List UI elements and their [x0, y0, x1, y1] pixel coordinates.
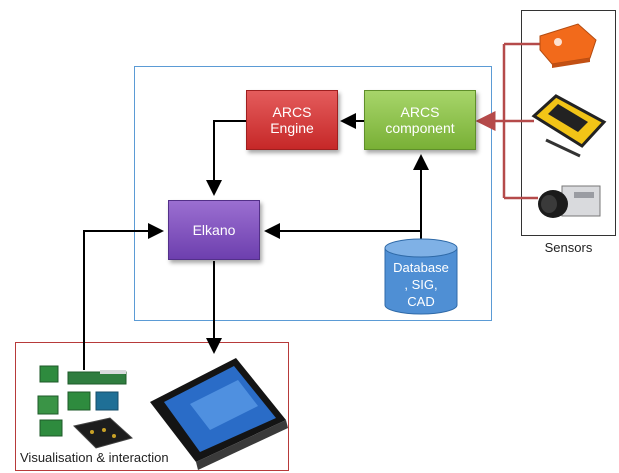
database-label-line-3: CAD [407, 294, 434, 309]
database-node: Database , SIG, CAD [384, 238, 458, 315]
visualisation-caption: Visualisation & interaction [20, 450, 169, 465]
sensors-frame [521, 10, 616, 236]
arcs-component-label: ARCS component [385, 104, 455, 136]
sensor-links [502, 42, 540, 200]
engine-elkano-link [206, 120, 246, 196]
yellow-gps-receiver-icon [531, 94, 607, 158]
orange-sensor-icon [539, 23, 597, 68]
visualisation-to-elkano-arrow [83, 223, 164, 370]
arcs-engine-label: ARCS Engine [270, 104, 314, 136]
system-frame [134, 66, 492, 321]
tablet-pc-icon [150, 358, 288, 470]
arcs-component-node: ARCS component [364, 90, 476, 150]
elkano-node: Elkano [168, 200, 260, 260]
visualisation-frame [15, 342, 289, 471]
electronics-boards-icon [37, 365, 134, 449]
elkano-label: Elkano [192, 222, 236, 238]
industrial-camera-icon [538, 185, 601, 218]
database-label-line-1: Database [393, 260, 449, 275]
database-label-line-2: , SIG, [404, 277, 437, 292]
sensors-caption: Sensors [544, 240, 593, 255]
arcs-engine-node: ARCS Engine [246, 90, 338, 150]
